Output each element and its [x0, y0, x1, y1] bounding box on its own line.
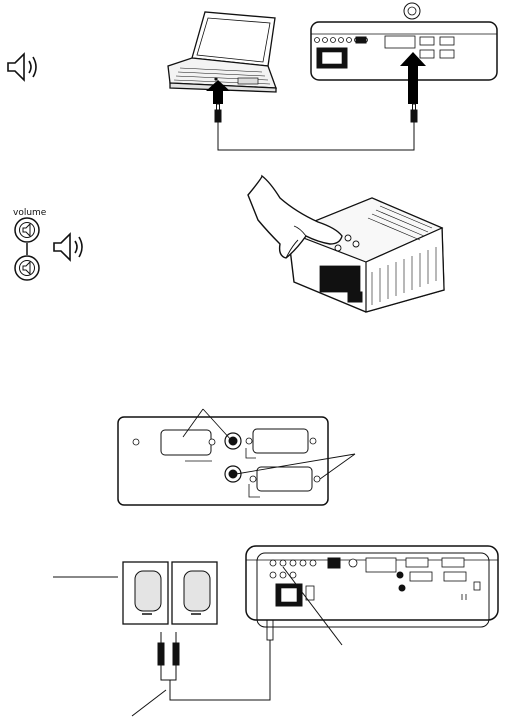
projector-back-panel: [311, 3, 497, 80]
laptop-computer: [168, 12, 276, 92]
figure-1-laptop-to-projector: [8, 3, 497, 150]
external-speakers: [123, 562, 217, 624]
audio-cable: [215, 104, 417, 150]
speaker-sound-icon: [54, 234, 82, 260]
connector-panel-closeup: [118, 409, 355, 505]
projector-back-panel: [246, 546, 498, 627]
volume-down-icon: [15, 256, 39, 280]
hand-pressing-keypad: [248, 176, 444, 312]
volume-label: volume: [13, 208, 47, 218]
speaker-sound-icon: [8, 54, 36, 80]
figure-2-volume-buttons: volume: [13, 176, 444, 312]
volume-up-icon: [15, 218, 39, 242]
figure-4-external-speakers: [53, 546, 498, 716]
